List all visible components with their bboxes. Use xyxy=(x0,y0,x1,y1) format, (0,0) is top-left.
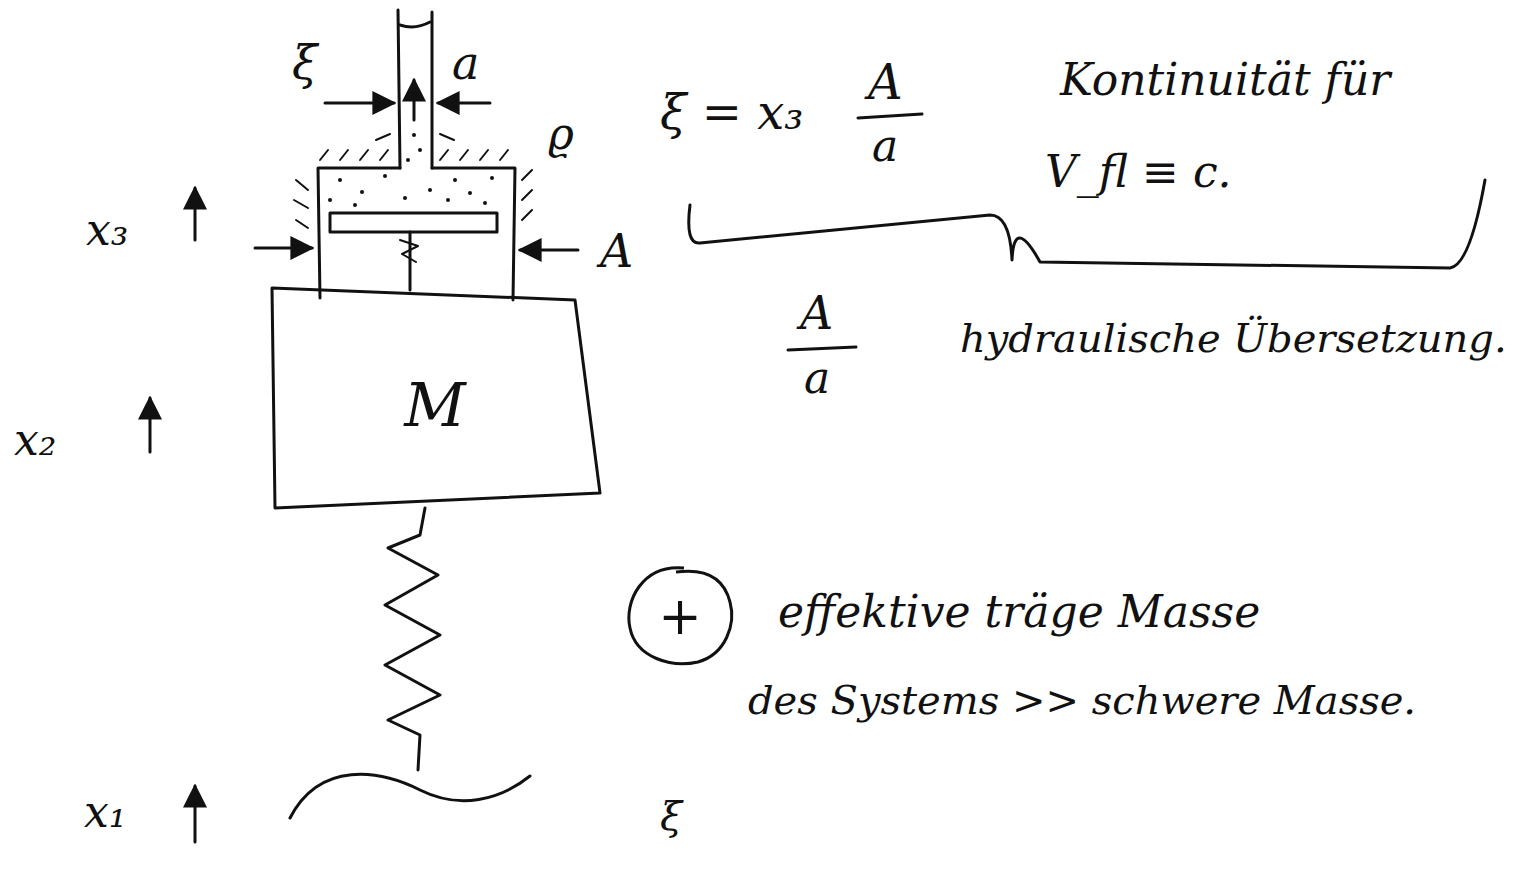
area-arrow xyxy=(255,247,312,250)
density-label: ϱ xyxy=(548,112,574,156)
mass-box: M xyxy=(300,320,570,490)
tube-wall xyxy=(398,10,400,168)
excitation-symbol: ξ xyxy=(660,796,682,836)
note-text: Kontinuität für xyxy=(1060,58,1390,102)
formula-numerator: A xyxy=(868,58,903,106)
fluid-meniscus xyxy=(400,22,430,27)
x2-arrow xyxy=(149,398,152,452)
piston-area-label: A xyxy=(600,228,633,274)
fluid-dots xyxy=(328,133,494,207)
fraction-bar xyxy=(858,114,922,118)
coordinate-label: x₂ xyxy=(14,418,56,462)
tube-wall xyxy=(431,12,434,168)
piston-rod xyxy=(409,232,412,290)
ratio-numerator: A xyxy=(800,290,833,336)
area-arrow xyxy=(438,102,490,105)
area-arrow xyxy=(325,102,394,105)
tube-area-label: a xyxy=(452,40,479,86)
fluid-arrow xyxy=(413,80,416,120)
ground-excitation xyxy=(290,774,530,818)
formula-denominator: a xyxy=(872,124,898,168)
ratio-denominator: a xyxy=(804,356,830,400)
area-arrow xyxy=(520,249,578,252)
node-text: + xyxy=(658,590,702,642)
x3-arrow xyxy=(194,188,197,240)
note-text: hydraulische Übersetzung. xyxy=(960,318,1507,358)
node-text: M xyxy=(404,375,465,435)
formula-text: ξ = x₃ xyxy=(660,88,803,136)
mass-outline xyxy=(272,288,600,508)
spring xyxy=(385,508,440,770)
seal-spring xyxy=(400,240,418,262)
x1-arrow xyxy=(194,786,197,842)
cylinder-wall xyxy=(432,168,515,300)
fraction-bar xyxy=(788,347,856,350)
note-text: des Systems >> schwere Masse. xyxy=(748,680,1416,720)
circle-stroke xyxy=(629,568,732,664)
circled-plus: + xyxy=(622,562,738,670)
coordinate-label: x₃ xyxy=(86,208,128,252)
fluid-displacement-symbol: ξ xyxy=(292,40,317,86)
coordinate-label: x₁ xyxy=(84,790,126,834)
note-text: effektive träge Masse xyxy=(778,590,1260,634)
hatching xyxy=(294,134,532,228)
note-text: V_fl ≡ c. xyxy=(1045,150,1232,194)
piston xyxy=(330,213,497,232)
